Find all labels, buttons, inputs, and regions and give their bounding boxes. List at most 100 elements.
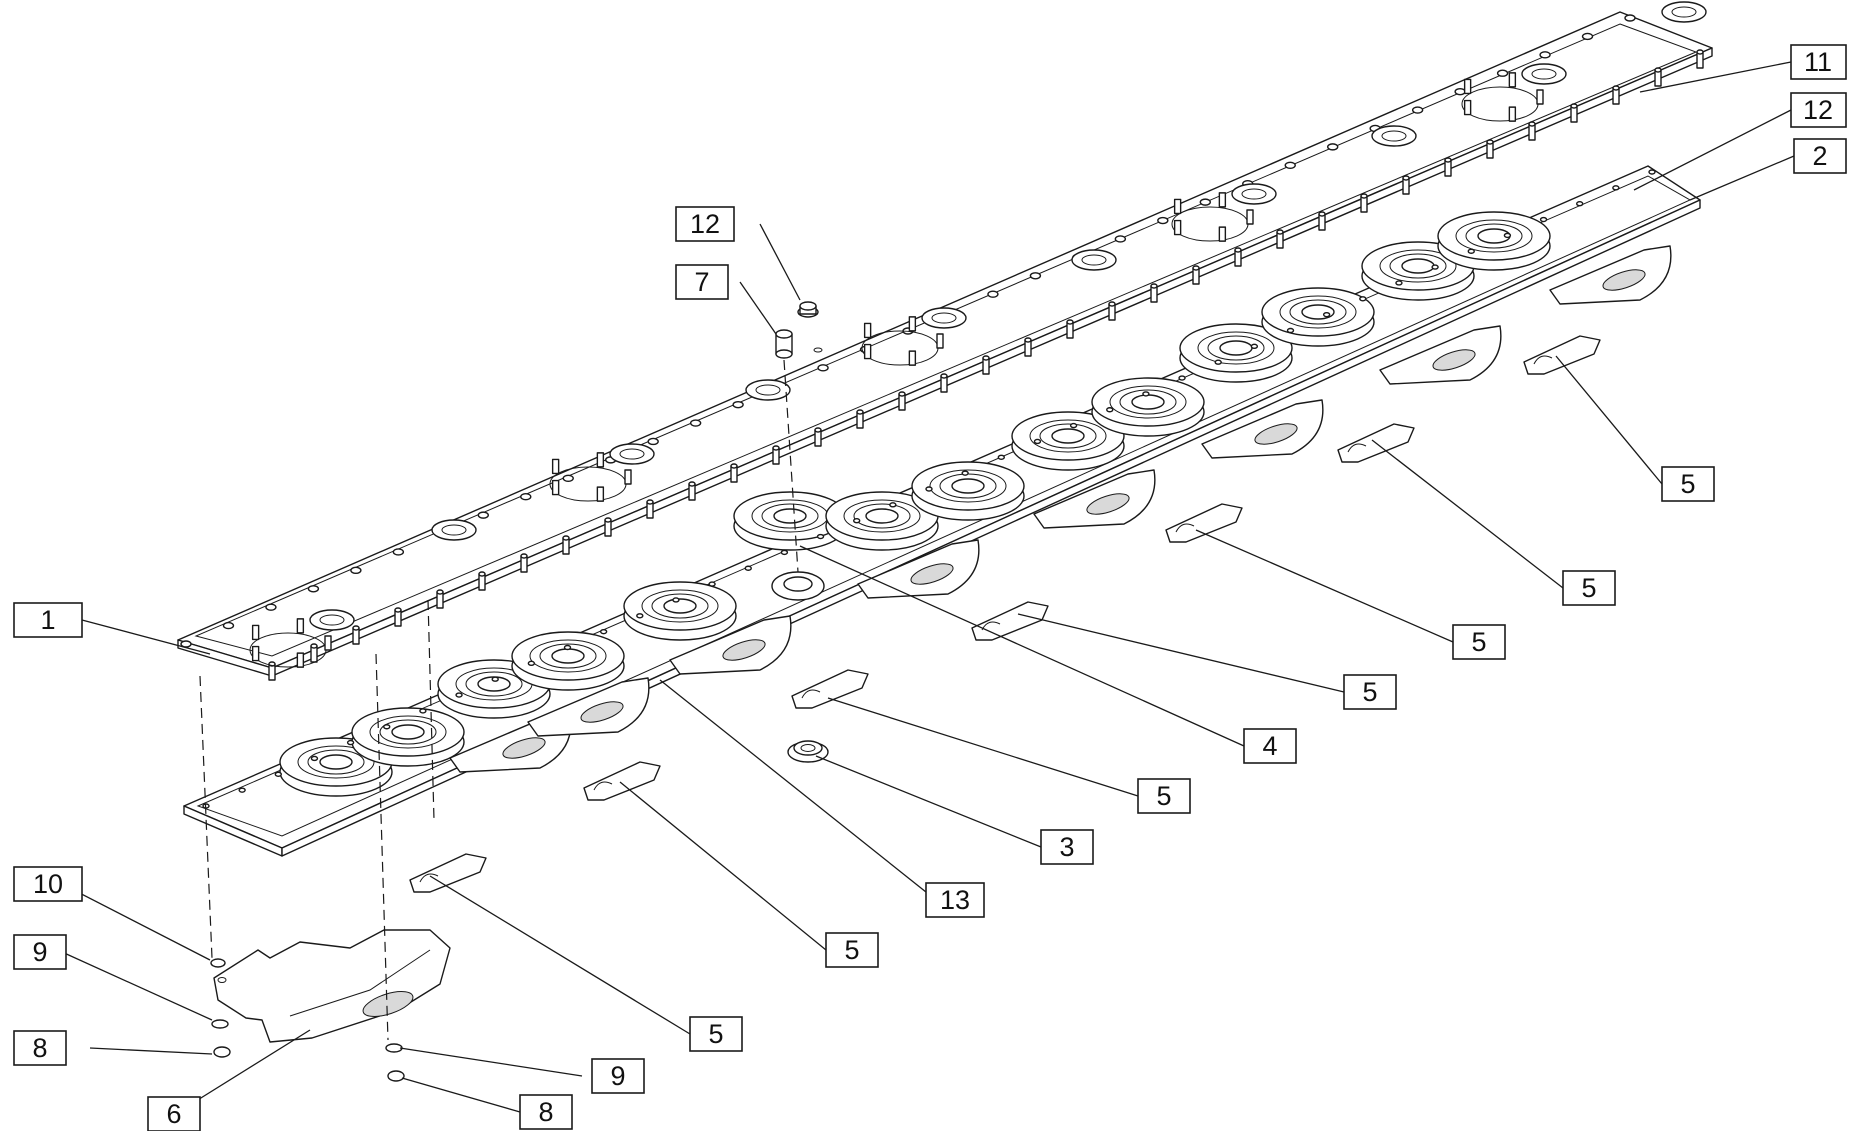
housing-hole [997,454,1005,460]
callout-12b: 12 [1790,92,1847,128]
disc-hub [1131,394,1165,410]
bolt-head [1327,143,1339,151]
stud-top [814,427,822,433]
svg-text:5: 5 [1680,469,1695,499]
stud [908,316,917,332]
bolt-part-7 [775,329,793,359]
loose-skid [583,761,661,801]
callout-5e: 5 [1137,778,1191,814]
stud-top [520,553,528,559]
stud [1218,192,1227,208]
disc-ring [529,639,607,673]
housing-hole [599,628,608,635]
housing-hole [961,470,969,476]
disc-ring [651,593,709,619]
stud-top [478,571,486,577]
skid-shoe [1379,325,1502,385]
svg-text:9: 9 [610,1061,625,1091]
bottom-housing-plate [183,165,1701,857]
callout-7: 7 [675,264,729,300]
svg-text:5: 5 [1581,573,1596,603]
loose-skid-fold [1347,443,1367,453]
disc-ring [1119,389,1177,415]
bolt-head [222,621,235,630]
disc-ring [1029,419,1107,453]
callout-5b: 5 [1562,570,1616,606]
skid-recess [1254,423,1298,445]
svg-text:12: 12 [690,209,720,239]
bolt-head [987,290,999,298]
skid-shoe [1549,245,1672,305]
seal-ring [745,379,791,401]
stud [1508,106,1517,122]
callout-6: 6 [147,1096,201,1131]
disc-ring [1109,385,1187,419]
disc-ring [1455,219,1533,253]
bolt-head [1411,106,1424,114]
housing-hole [1286,327,1295,334]
bolt-head [1539,51,1551,59]
seal-ring-inner [441,524,467,536]
stud-top [562,535,570,541]
svg-text:5: 5 [708,1019,723,1049]
housing-hole [1431,264,1439,270]
housing-hole-group [202,169,1656,809]
stud [1463,99,1472,116]
stud-top [1696,49,1704,55]
disc-ring [761,503,819,529]
housing-hole [636,613,644,619]
bolt-head [307,585,320,593]
disc-ring [369,715,447,749]
stud-top [1444,157,1452,163]
stud-top [1066,319,1074,325]
stud-top [1318,211,1326,217]
loose-skid-fold [419,873,439,883]
svg-text:12: 12 [1803,95,1833,125]
seal-part-13 [771,571,825,601]
skid-recess [1602,269,1646,291]
stud-top [730,463,738,469]
disc-hub [551,648,585,664]
disc-ring [379,719,437,745]
svg-text:4: 4 [1262,731,1277,761]
callout-5a: 5 [1661,466,1715,502]
svg-text:11: 11 [1804,47,1832,77]
housing-hole [491,676,499,682]
bolt-head [1496,69,1509,77]
housing-hole [1178,375,1186,381]
disc-ring [853,503,911,529]
housing-hole [889,502,897,508]
housing-hole [1142,391,1150,397]
loose-skid-fold [801,689,821,699]
housing-hole [383,724,391,730]
stud-top [1654,67,1662,73]
housing-hole [346,739,355,746]
disc-hub [1401,258,1435,274]
callout-13: 13 [925,882,985,918]
stud-top [1612,85,1620,91]
disc-hub [663,598,697,614]
stud [1173,219,1182,236]
bolt-head [647,437,659,446]
stud-top [982,355,990,361]
skid-shoe [669,615,792,675]
disc-ring [929,469,1007,503]
stud-top [310,643,318,649]
disc-ring [1197,331,1275,365]
skid-recess [910,563,954,585]
seal-ring-inner [1671,6,1697,18]
disc-hub [865,508,899,524]
disc-hub [391,724,425,740]
stud [863,343,872,360]
stud [1173,198,1182,215]
svg-text:5: 5 [1471,627,1486,657]
stud [551,479,560,496]
skid-recess [722,639,766,661]
stud [1218,226,1227,242]
housing-hole [1467,248,1475,254]
hardware-stack-left [210,958,231,1058]
skid-shoe [1201,399,1324,459]
stud-top [856,409,864,415]
skid-part-6 [213,929,451,1043]
